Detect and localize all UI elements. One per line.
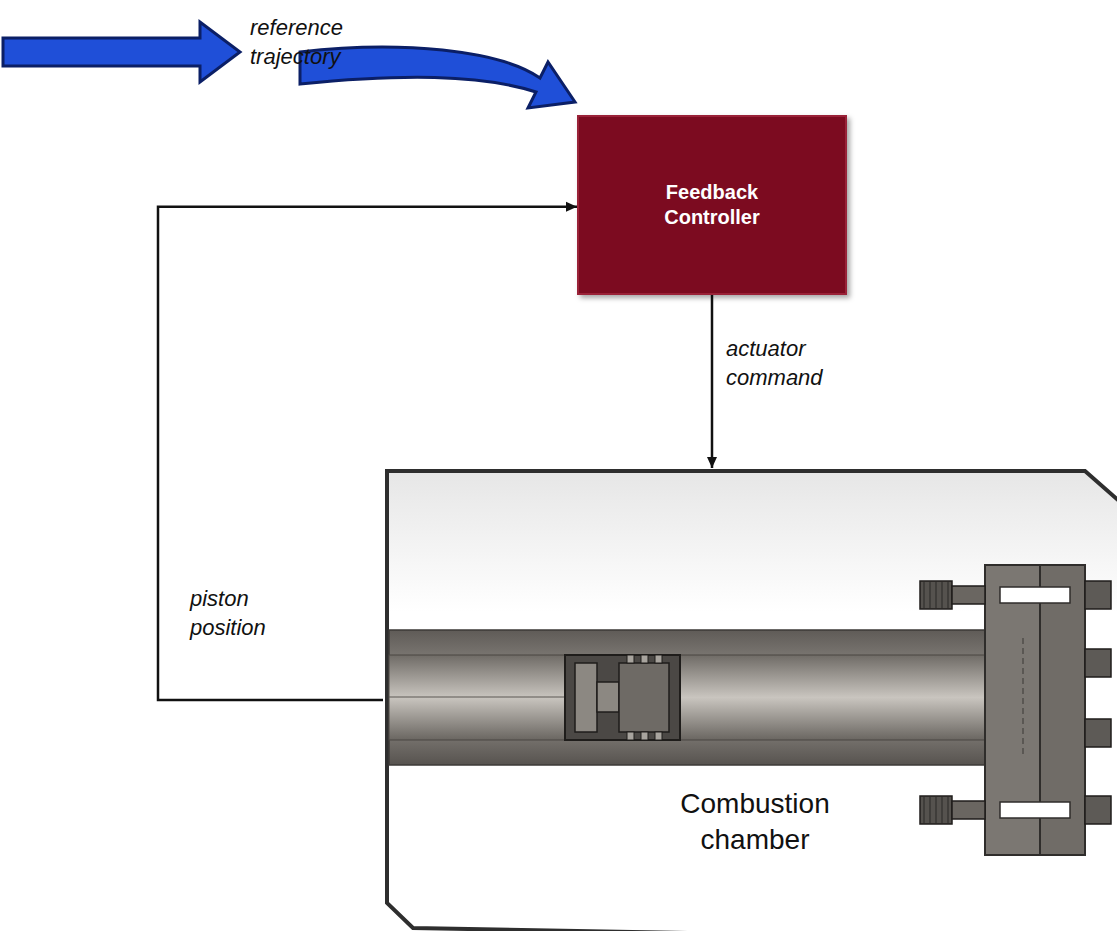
- bolt-knurl: [948, 796, 949, 824]
- chamber-panel: Combustion chamber: [383, 468, 1117, 931]
- curved-blue-arrow: [300, 47, 575, 108]
- bolt-knurl: [930, 796, 931, 824]
- nut: [1085, 581, 1111, 609]
- panel-border: [387, 471, 1117, 931]
- piston: [565, 655, 680, 740]
- bolt-knurl: [936, 581, 937, 609]
- bolt-head: [920, 796, 952, 824]
- piston-ring: [655, 732, 662, 740]
- nut: [1085, 796, 1111, 824]
- bolt-shank: [952, 801, 985, 819]
- edge-label: actuator command: [726, 335, 856, 392]
- bolt-knurl: [924, 581, 925, 609]
- piston-head: [619, 663, 669, 732]
- cylinder-bore: [389, 655, 989, 740]
- cylinder-tube: [389, 630, 989, 765]
- piston-ring: [627, 655, 634, 663]
- reference-label: reference trajectory: [250, 14, 375, 71]
- connector-line: [711, 295, 714, 468]
- bolt-shank: [952, 586, 985, 604]
- box-label: Feedback Controller: [642, 180, 782, 230]
- nut: [1085, 649, 1111, 677]
- bolt-knurl: [930, 581, 931, 609]
- arrowhead: [566, 202, 577, 212]
- bolt-hole: [1000, 802, 1070, 818]
- piston-ring: [655, 655, 662, 663]
- bolt-knurl: [942, 796, 943, 824]
- connector: [707, 295, 717, 468]
- bolt-knurl: [936, 796, 937, 824]
- blue-arrow: [3, 22, 240, 82]
- bolt-knurl: [942, 581, 943, 609]
- nut: [1085, 719, 1111, 747]
- piston-ring: [627, 732, 634, 740]
- piston-groove: [597, 682, 619, 712]
- arrowhead: [707, 457, 717, 468]
- controller-box: Feedback Controller: [577, 115, 847, 295]
- seal-line: [1023, 638, 1024, 758]
- bolt-knurl: [948, 581, 949, 609]
- bolt-knurl: [924, 796, 925, 824]
- piston-ring: [641, 655, 648, 663]
- rod-line: [389, 697, 565, 698]
- piston-groove: [575, 663, 597, 732]
- panel-label: Combustion chamber: [635, 786, 875, 859]
- piston-ring: [641, 732, 648, 740]
- edge-label: piston position: [190, 585, 300, 642]
- chamber-illustration: [383, 468, 1117, 931]
- bolt-head: [920, 581, 952, 609]
- bolt-hole: [1000, 587, 1070, 603]
